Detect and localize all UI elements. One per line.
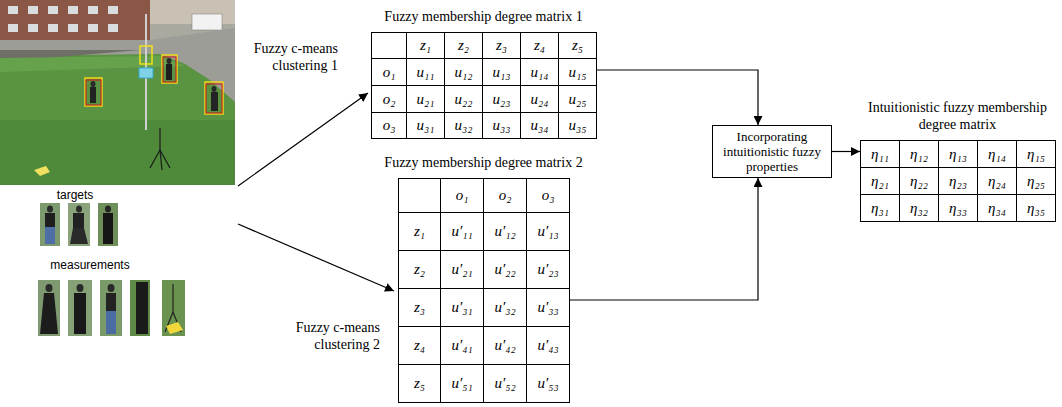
matrix-table: Intuitionistic fuzzy membership degree m… xyxy=(860,140,1055,221)
value-cell: u₃₂ xyxy=(444,112,483,139)
value-cell: u₁₅ xyxy=(558,58,597,86)
thumbnail-strips xyxy=(0,0,240,407)
header-cell: o₂ xyxy=(483,178,527,213)
header-cell: z₅ xyxy=(558,32,597,59)
header-cell: o₁ xyxy=(371,58,407,86)
header-cell: z₂ xyxy=(398,250,441,289)
matrix-title: Fuzzy membership degree matrix 2 xyxy=(351,154,616,171)
value-cell: u₃₅ xyxy=(558,112,597,139)
value-cell: u′₃₁ xyxy=(440,288,484,327)
scene-background xyxy=(0,0,235,185)
box-label: Incorporating intuitionistic fuzzy prope… xyxy=(713,126,831,177)
matrix-title: Intuitionistic fuzzy membership degree m… xyxy=(855,99,1060,133)
value-cell: u₁₄ xyxy=(520,58,559,86)
header-cell: z₁ xyxy=(398,212,441,251)
group-caption: measurements xyxy=(35,258,145,273)
value-cell: u′₂₃ xyxy=(526,250,570,289)
target-thumbnails xyxy=(40,203,118,246)
value-cell: u₂₄ xyxy=(520,85,559,113)
corner-cell xyxy=(371,32,407,59)
value-cell: u₂₁ xyxy=(406,85,445,113)
value-cell: u′₁₁ xyxy=(440,212,484,251)
value-cell: η₁₁ xyxy=(860,140,900,168)
header-cell: z₂ xyxy=(444,32,483,59)
value-cell: η₃₄ xyxy=(977,194,1017,222)
header-cell: z₃ xyxy=(482,32,521,59)
flow-arrow xyxy=(569,178,758,300)
header-cell: o₃ xyxy=(371,112,407,139)
value-cell: η₃₅ xyxy=(1016,194,1056,222)
value-cell: η₂₅ xyxy=(1016,167,1056,195)
flow-arrow xyxy=(596,70,758,125)
value-cell: u₁₁ xyxy=(406,58,445,86)
value-cell: η₂₄ xyxy=(977,167,1017,195)
value-cell: u′₅₃ xyxy=(526,364,570,403)
value-cell: η₁₂ xyxy=(899,140,939,168)
value-cell: u₂₃ xyxy=(482,85,521,113)
matrix-table: Fuzzy membership degree matrix 1z₁z₂z₃z₄… xyxy=(371,32,596,138)
value-cell: u′₃₃ xyxy=(526,288,570,327)
value-cell: u′₄₁ xyxy=(440,326,484,365)
value-cell: u′₃₂ xyxy=(483,288,527,327)
lamp-post xyxy=(139,14,153,130)
value-cell: u′₂₂ xyxy=(483,250,527,289)
value-cell: u₂₂ xyxy=(444,85,483,113)
header-cell: o₁ xyxy=(440,178,484,213)
value-cell: u′₁₂ xyxy=(483,212,527,251)
value-cell: u′₅₁ xyxy=(440,364,484,403)
value-cell: u₁₂ xyxy=(444,58,483,86)
value-cell: η₁₃ xyxy=(938,140,978,168)
value-cell: u₁₃ xyxy=(482,58,521,86)
header-cell: o₃ xyxy=(526,178,570,213)
value-cell: u₃₁ xyxy=(406,112,445,139)
value-cell: η₂₂ xyxy=(899,167,939,195)
value-cell: u′₁₃ xyxy=(526,212,570,251)
scene-photo xyxy=(0,0,235,185)
tracked-people xyxy=(85,55,223,114)
value-cell: u₃₄ xyxy=(520,112,559,139)
debris xyxy=(34,166,50,176)
header-cell: z₃ xyxy=(398,288,441,327)
value-cell: η₂₁ xyxy=(860,167,900,195)
value-cell: η₂₃ xyxy=(938,167,978,195)
header-cell: z₅ xyxy=(398,364,441,403)
value-cell: η₁₄ xyxy=(977,140,1017,168)
matrix-title: Fuzzy membership degree matrix 1 xyxy=(351,8,616,25)
value-cell: η₃₂ xyxy=(899,194,939,222)
value-cell: u′₄₂ xyxy=(483,326,527,365)
header-cell: o₂ xyxy=(371,85,407,113)
value-cell: u′₄₃ xyxy=(526,326,570,365)
value-cell: u′₂₁ xyxy=(440,250,484,289)
value-cell: η₃₁ xyxy=(860,194,900,222)
header-cell: z₄ xyxy=(520,32,559,59)
matrix-table: Fuzzy membership degree matrix 2o₁o₂o₃z₁… xyxy=(398,178,569,402)
flow-arrow xyxy=(832,151,860,152)
group-caption: targets xyxy=(35,188,115,203)
value-cell: u₂₅ xyxy=(558,85,597,113)
corner-cell xyxy=(398,178,441,213)
tripod xyxy=(150,128,170,170)
value-cell: η₃₃ xyxy=(938,194,978,222)
header-cell: z₁ xyxy=(406,32,445,59)
value-cell: u₃₃ xyxy=(482,112,521,139)
measurement-thumbnails xyxy=(38,280,185,336)
header-cell: z₄ xyxy=(398,326,441,365)
arrow-label: Fuzzy c-means clustering 1 xyxy=(238,40,338,74)
value-cell: u′₅₂ xyxy=(483,364,527,403)
arrow-label: Fuzzy c-means clustering 2 xyxy=(280,319,380,353)
value-cell: η₁₅ xyxy=(1016,140,1056,168)
process-box: Incorporating intuitionistic fuzzy prope… xyxy=(712,125,832,178)
